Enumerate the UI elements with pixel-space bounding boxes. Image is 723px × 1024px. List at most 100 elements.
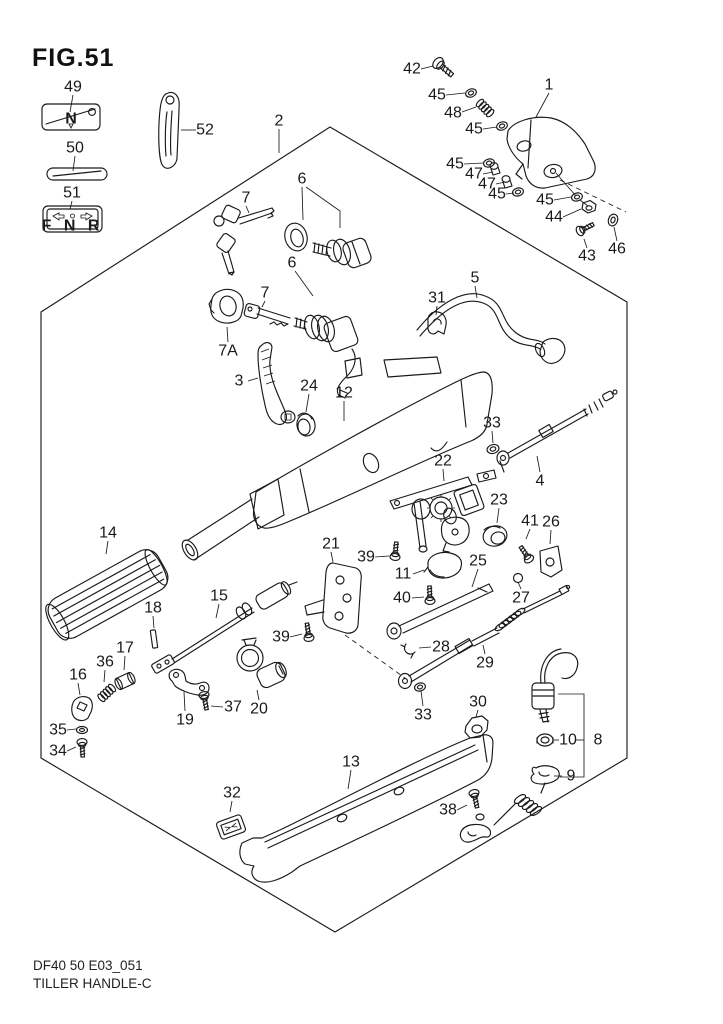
leader-line-49 — [70, 95, 73, 112]
leader-line-42 — [421, 66, 433, 69]
reference-line — [560, 180, 626, 212]
part-label-19: 19 — [176, 712, 194, 729]
part-label-41: 41 — [521, 513, 539, 530]
part-39-screw — [389, 541, 402, 562]
leader-line-39 — [290, 634, 302, 637]
leader-line-6 — [295, 271, 313, 296]
leader-line-1 — [536, 93, 549, 117]
leader-line-13 — [348, 770, 351, 789]
part-47-bushing — [502, 176, 512, 188]
part-label-11: 11 — [395, 566, 412, 583]
leader-line-4 — [537, 456, 540, 472]
leader-line-38 — [457, 805, 467, 810]
footer-caption: DF40 50 E03_051 TILLER HANDLE-C — [33, 957, 152, 993]
part-label-32: 32 — [223, 785, 241, 802]
part-label-52: 52 — [196, 122, 214, 139]
part-12-housing — [179, 357, 492, 563]
part-23-grommet — [481, 523, 509, 549]
part-label-7: 7 — [242, 190, 251, 207]
part-label-3: 3 — [235, 373, 244, 390]
part-label-9: 9 — [567, 768, 576, 785]
part-9-lanyard-plate — [531, 766, 559, 784]
part-33-washer — [413, 681, 427, 693]
part-6-ignition-switch — [294, 313, 359, 398]
leader-line-3 — [248, 378, 258, 381]
leader-line-25 — [472, 569, 478, 587]
part-label-21: 21 — [322, 536, 340, 553]
part-label-30: 30 — [469, 694, 487, 711]
part-label-33: 33 — [414, 707, 432, 724]
part-label-10: 10 — [559, 732, 577, 749]
part-label-1: 1 — [545, 77, 554, 94]
part-label-29: 29 — [476, 655, 494, 672]
part-label-45: 45 — [465, 121, 483, 138]
part-30-grommet — [465, 716, 488, 738]
leader-line-26 — [550, 530, 551, 544]
part-label-45: 45 — [488, 186, 506, 203]
part-14-grip — [40, 545, 172, 645]
reference-line — [558, 694, 584, 777]
part-label-15: 15 — [210, 588, 228, 605]
leader-line-45 — [506, 193, 514, 194]
part-41-bolt — [515, 543, 536, 566]
leader-line-36 — [104, 670, 105, 682]
part-label-40: 40 — [393, 590, 411, 607]
part-label-39: 39 — [357, 549, 375, 566]
leader-line-34 — [67, 747, 76, 751]
part-52-clip — [159, 93, 179, 169]
part-19-bracket — [169, 669, 209, 695]
part-label-6: 6 — [298, 171, 307, 188]
part-3-lever — [258, 343, 295, 425]
part-7-keys — [214, 204, 274, 275]
part-6-ring-nut — [282, 221, 310, 254]
badge-fnr-letters: F N R — [42, 218, 104, 235]
part-38-screw — [467, 788, 484, 820]
part-22-throttle-assembly — [390, 461, 504, 552]
part-label-38: 38 — [439, 802, 457, 819]
part-label-7A: 7A — [218, 343, 238, 360]
part-label-35: 35 — [49, 722, 67, 739]
part-label-27: 27 — [512, 590, 530, 607]
part-33-washer — [485, 442, 501, 456]
leader-line-41 — [526, 529, 530, 539]
leader-line-48 — [462, 107, 476, 112]
part-46-washer — [607, 213, 620, 227]
part-39-screw — [301, 621, 315, 643]
leader-line-6 — [302, 187, 303, 220]
part-label-39: 39 — [272, 629, 290, 646]
leader-line-14 — [106, 541, 108, 554]
part-6-switch-upper — [313, 237, 373, 270]
leader-line-31 — [436, 306, 437, 315]
part-label-43: 43 — [578, 248, 596, 265]
leader-line-33 — [421, 691, 423, 706]
part-36-spring — [96, 682, 118, 704]
part-label-48: 48 — [444, 105, 462, 122]
part-42-bolt — [429, 54, 457, 81]
part-label-4: 4 — [536, 473, 545, 490]
part-label-26: 26 — [542, 514, 560, 531]
diagram-border — [41, 127, 627, 932]
leader-line-7 — [262, 301, 265, 307]
part-28-clip — [401, 644, 415, 658]
part-20-lock — [237, 638, 288, 690]
part-5-cable — [417, 294, 565, 364]
part-17-bushing — [113, 671, 136, 690]
part-10-nut — [537, 734, 553, 746]
leader-line-46 — [614, 227, 617, 241]
reference-line — [306, 187, 340, 228]
part-label-13: 13 — [342, 754, 360, 771]
part-label-12: 12 — [335, 385, 353, 402]
part-label-37: 37 — [224, 699, 242, 716]
leader-line-33 — [492, 431, 493, 443]
reference-line — [580, 200, 588, 206]
leader-line-15 — [216, 604, 219, 618]
leader-line-35 — [67, 729, 76, 730]
leader-line-45 — [554, 197, 571, 200]
part-label-22: 22 — [434, 453, 452, 470]
leader-line-30 — [476, 710, 478, 717]
part-18-pin — [150, 630, 157, 649]
part-label-36: 36 — [96, 654, 114, 671]
part-13-tray — [240, 735, 493, 882]
part-label-14: 14 — [99, 525, 117, 542]
part-47-bushing — [490, 163, 500, 175]
